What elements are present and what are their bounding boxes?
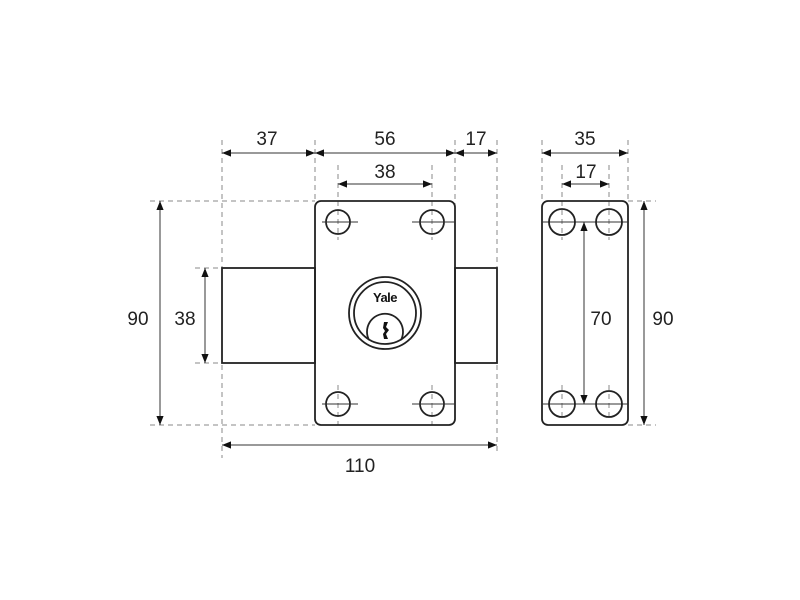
screw-holes bbox=[322, 209, 455, 417]
dim-overall-width: 110 bbox=[345, 456, 375, 477]
yale-logo: Yale bbox=[373, 290, 397, 305]
side-view: 35 17 70 90 bbox=[541, 129, 674, 426]
key-cylinder bbox=[348, 276, 422, 350]
side-case bbox=[541, 200, 629, 426]
dim-hole-spacing: 38 bbox=[374, 162, 395, 183]
dim-side-width: 35 bbox=[574, 129, 595, 150]
dim-side-hole-vertical: 70 bbox=[590, 309, 611, 330]
lock-case bbox=[314, 200, 456, 426]
dim-height: 90 bbox=[127, 309, 148, 330]
extension-lines-front bbox=[150, 140, 498, 458]
dim-side-hole-spacing: 17 bbox=[575, 162, 596, 183]
dim-side-height: 90 bbox=[652, 309, 673, 330]
bolt-left bbox=[221, 267, 316, 364]
dim-bolt-right: 17 bbox=[465, 129, 486, 150]
keyway-icon bbox=[383, 322, 389, 339]
bolt-right bbox=[454, 267, 498, 364]
dim-bolt-left: 37 bbox=[256, 129, 277, 150]
dim-bolt-height: 38 bbox=[174, 309, 195, 330]
front-view: Yale bbox=[221, 200, 498, 426]
dim-case-width: 56 bbox=[374, 129, 395, 150]
front-dimensions: 37 56 17 38 90 38 110 bbox=[127, 129, 497, 477]
